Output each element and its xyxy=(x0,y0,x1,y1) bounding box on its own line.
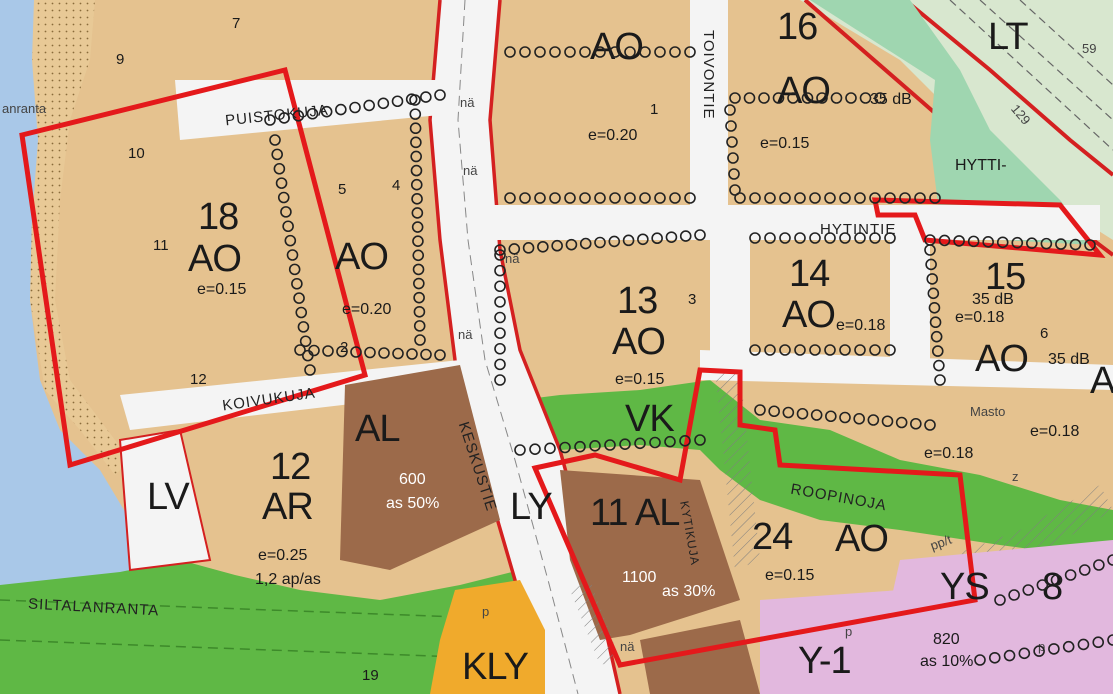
zone-ao-18: AO xyxy=(188,238,242,280)
zone-lv: LV xyxy=(147,476,190,518)
zone-ly: LY xyxy=(510,486,553,528)
zone-ys: YS xyxy=(940,566,990,608)
kly-area xyxy=(430,580,545,694)
block-14-number: 14 xyxy=(789,253,830,295)
hytti-green xyxy=(810,0,1095,245)
efficiency-mid: e=0.20 xyxy=(342,301,392,318)
block-8-number: 8 xyxy=(1042,566,1063,608)
efficiency-12: e=0.25 xyxy=(258,547,308,564)
marker-na-2: nä xyxy=(463,163,478,178)
marker-na-5: nä xyxy=(620,639,635,654)
parcel-19: 19 xyxy=(362,667,379,684)
zone-y1: Y-1 xyxy=(798,640,852,682)
zone-ao-13: AO xyxy=(612,321,666,363)
block-16-number: 16 xyxy=(777,6,818,48)
zone-ao-24: AO xyxy=(835,518,889,560)
noise-right: 35 dB xyxy=(1048,351,1090,368)
hytintie-road xyxy=(490,205,1100,240)
zone-lt: LT xyxy=(988,16,1029,58)
lake-water xyxy=(0,0,140,590)
park-green-bottom xyxy=(0,560,540,694)
parking-12: 1,2 ap/as xyxy=(255,571,321,588)
efficiency-right: e=0.18 xyxy=(1030,423,1080,440)
marker-na-1: nä xyxy=(460,95,475,110)
block-11-label: 11 AL xyxy=(590,492,680,534)
efficiency-13: e=0.15 xyxy=(615,371,665,388)
parcel-12: 12 xyxy=(190,371,207,388)
efficiency-right2: e=0.18 xyxy=(924,445,974,462)
al-commercial-block xyxy=(340,365,500,570)
road-number-59: 59 xyxy=(1082,41,1097,56)
parcel-1: 1 xyxy=(650,101,659,118)
zone-ar: AR xyxy=(262,486,314,528)
parcel-4: 4 xyxy=(392,177,401,194)
zone-vk: VK xyxy=(625,398,675,440)
efficiency-15: e=0.18 xyxy=(955,309,1005,326)
parcel-11: 11 xyxy=(153,237,169,254)
block-12-number: 12 xyxy=(270,446,311,488)
parcel-10: 10 xyxy=(128,145,145,162)
al-floor-area: 600 xyxy=(399,471,426,488)
al-residential-share: as 50% xyxy=(386,495,440,512)
zone-a-right: A xyxy=(1090,360,1113,402)
puistokuja-road xyxy=(175,80,440,140)
zone-kly: KLY xyxy=(462,646,529,688)
noise-15: 35 dB xyxy=(972,291,1014,308)
parcel-5: 5 xyxy=(338,181,347,198)
hytti-label: HYTTI- xyxy=(955,157,1007,174)
marker-p-2: p xyxy=(845,624,853,639)
block-24-number: 24 xyxy=(752,516,793,558)
marker-na-3: nä xyxy=(505,251,520,266)
ys-floor-area: 820 xyxy=(933,631,960,648)
block-15-number: 15 xyxy=(985,256,1026,298)
marker-z: z xyxy=(1012,469,1019,484)
block-18-number: 18 xyxy=(198,196,239,238)
zone-ao-mid: AO xyxy=(335,236,389,278)
efficiency-16: e=0.15 xyxy=(760,135,810,152)
parcel-9: 9 xyxy=(116,51,125,68)
marker-p-1: p xyxy=(482,604,490,619)
ys-share: as 10% xyxy=(920,653,974,670)
toivontie-road xyxy=(690,0,728,215)
street-ranta: anranta xyxy=(2,101,47,116)
parcel-7: 7 xyxy=(232,15,241,32)
al11-residential-share: as 30% xyxy=(662,583,716,600)
block-13-number: 13 xyxy=(617,280,658,322)
parcel-3: 3 xyxy=(688,291,697,308)
marker-masto: Masto xyxy=(970,404,1006,419)
zone-al: AL xyxy=(355,408,400,450)
zone-ao-15: AO xyxy=(975,338,1029,380)
efficiency-18: e=0.15 xyxy=(197,281,247,298)
marker-na-4: nä xyxy=(458,327,473,342)
parcel-6: 6 xyxy=(1040,325,1049,342)
zone-ao-14: AO xyxy=(782,294,836,336)
al11-floor-area: 1100 xyxy=(622,569,657,586)
efficiency-top: e=0.20 xyxy=(588,127,638,144)
block-11-al xyxy=(560,470,740,640)
efficiency-24: e=0.15 xyxy=(765,567,815,584)
efficiency-14: e=0.18 xyxy=(836,317,886,334)
y1-area xyxy=(760,590,900,694)
